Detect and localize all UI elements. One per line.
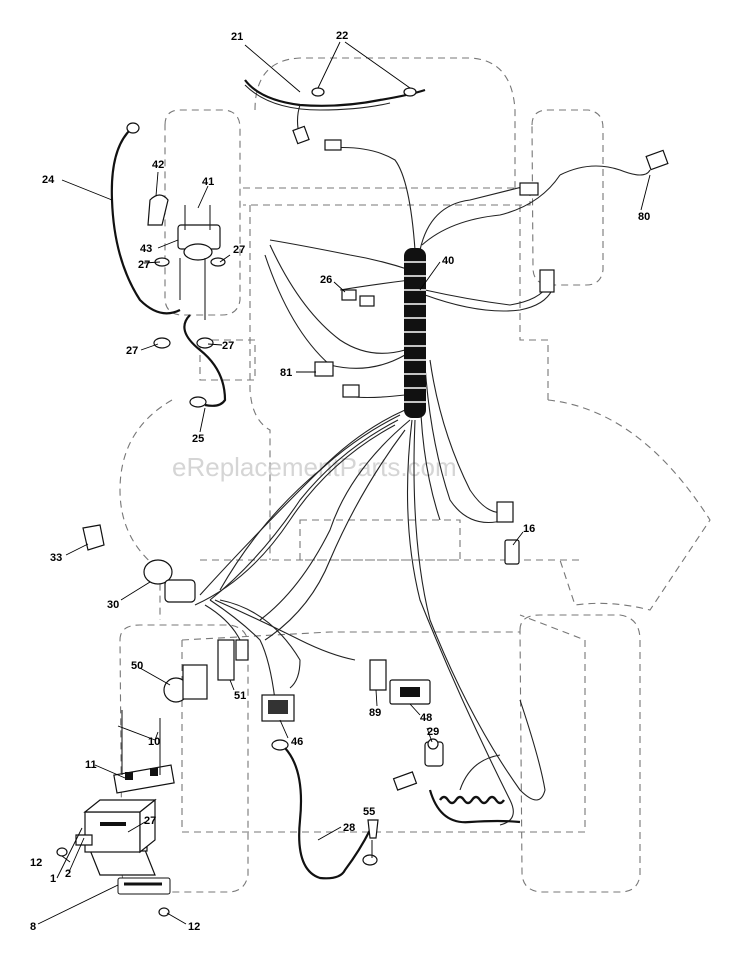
battery-assembly: [56, 710, 175, 917]
ignition-switch-30: [143, 559, 196, 603]
label-50: 50: [131, 660, 143, 672]
label-80: 80: [638, 211, 650, 223]
bracket-33: [82, 524, 105, 551]
wire-bundle: [194, 147, 561, 826]
label-28: 28: [343, 822, 355, 834]
label-22: 22: [336, 30, 348, 42]
label-33: 33: [50, 552, 62, 564]
label-51: 51: [234, 690, 246, 702]
relay-81: [314, 361, 360, 398]
label-24: 24: [42, 174, 55, 186]
label-30: 30: [107, 599, 119, 611]
coil-cord: [392, 771, 521, 824]
label-27-d: 27: [222, 340, 234, 352]
label-26: 26: [320, 274, 332, 286]
cable-25: [183, 314, 227, 408]
label-48: 48: [420, 712, 432, 724]
label-40: 40: [442, 255, 454, 267]
label-25: 25: [192, 433, 204, 445]
cable-24: [110, 122, 181, 315]
label-2: 2: [65, 868, 71, 880]
label-43: 43: [140, 243, 152, 255]
module-46: [261, 694, 295, 722]
connector-26: [341, 289, 375, 307]
label-89: 89: [369, 707, 381, 719]
switch-51: [217, 639, 249, 681]
solenoid-assembly: [147, 194, 226, 349]
label-12-a: 12: [30, 857, 42, 869]
label-29: 29: [427, 726, 439, 738]
harness-sleeve: [404, 248, 426, 418]
switch-89-48: [369, 659, 431, 705]
part-labels: 21 22 24 42 41 43 27 27 27 27 26 40 80 8…: [30, 30, 650, 933]
leader-lines: [37, 41, 651, 925]
cable-80: [519, 149, 669, 196]
label-8: 8: [30, 921, 36, 933]
label-27-a: 27: [233, 244, 245, 256]
cable-28: [271, 739, 378, 880]
label-27-c: 27: [126, 345, 138, 357]
switch-29: [424, 738, 444, 767]
label-11: 11: [85, 759, 97, 771]
ground-bolt-55: [367, 819, 379, 839]
label-42: 42: [152, 159, 164, 171]
watermark: eReplacementParts.com: [172, 452, 457, 482]
label-81: 81: [280, 367, 292, 379]
label-27-e: 27: [144, 815, 156, 827]
label-12-b: 12: [188, 921, 200, 933]
label-16: 16: [523, 523, 535, 535]
label-1: 1: [50, 873, 56, 885]
label-27-b: 27: [138, 259, 150, 271]
connector-right: [496, 269, 555, 523]
label-46: 46: [291, 736, 303, 748]
light-50: [163, 664, 208, 703]
label-21: 21: [231, 31, 243, 43]
label-10: 10: [148, 736, 160, 748]
wire-21-22: [244, 79, 426, 151]
label-55: 55: [363, 806, 375, 818]
switch-16: [504, 539, 520, 565]
label-41: 41: [202, 176, 214, 188]
